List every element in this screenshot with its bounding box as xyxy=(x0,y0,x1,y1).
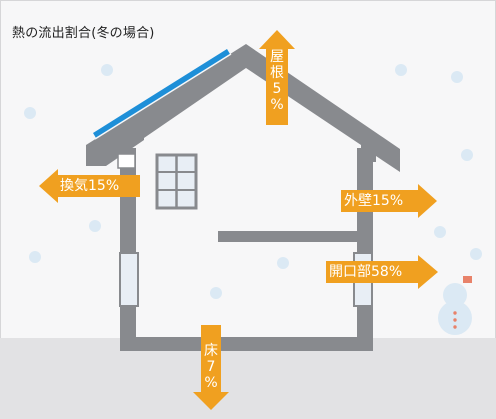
frame-border xyxy=(0,0,496,1)
vent-box xyxy=(117,153,136,169)
openings-label: 開口部58% xyxy=(329,264,403,280)
snowflake xyxy=(434,226,446,238)
snowman xyxy=(438,276,472,335)
snowflake xyxy=(395,64,407,76)
diagram-title: 熱の流出割合(冬の場合) xyxy=(12,26,155,41)
ground xyxy=(0,338,496,419)
right-wall xyxy=(357,148,373,351)
roof-label: 屋 根 5 % xyxy=(265,49,289,113)
snowflake xyxy=(461,149,473,161)
outer-wall-arrow xyxy=(341,184,437,218)
outer-wall-label: 外壁15% xyxy=(344,193,404,209)
ventilation-label: 換気15% xyxy=(60,178,120,194)
left-side-window xyxy=(119,252,139,307)
second-floor xyxy=(218,231,373,242)
snowflake xyxy=(210,287,222,299)
roof-label-char: 屋 xyxy=(270,49,284,65)
snowflake xyxy=(277,257,289,269)
snowflake xyxy=(24,107,36,119)
roof-arrow xyxy=(259,30,295,125)
floor-label-char: 7 xyxy=(206,359,216,375)
floor-slab xyxy=(120,337,373,351)
roof-label-char: % xyxy=(270,97,284,113)
snowflake xyxy=(29,251,41,263)
roof-label-char: 5 xyxy=(272,81,282,97)
floor-label: 床 7 % xyxy=(199,343,223,391)
floor-label-char: % xyxy=(204,375,218,391)
roof-edge xyxy=(94,53,232,140)
openings-arrow xyxy=(326,255,438,289)
snowflakes xyxy=(24,64,482,299)
solar-panel xyxy=(93,49,230,138)
snowflake xyxy=(470,248,482,260)
ventilation-arrow xyxy=(39,169,140,203)
floor-label-char: 床 xyxy=(204,343,218,359)
roof-label-char: 根 xyxy=(270,65,284,81)
upper-window xyxy=(155,153,198,210)
snowflake xyxy=(451,71,463,83)
snowflake xyxy=(101,64,113,76)
frame-border xyxy=(0,0,1,338)
snowflake xyxy=(89,220,101,232)
floor-arrow xyxy=(193,325,229,410)
bucket-hat xyxy=(463,276,472,283)
